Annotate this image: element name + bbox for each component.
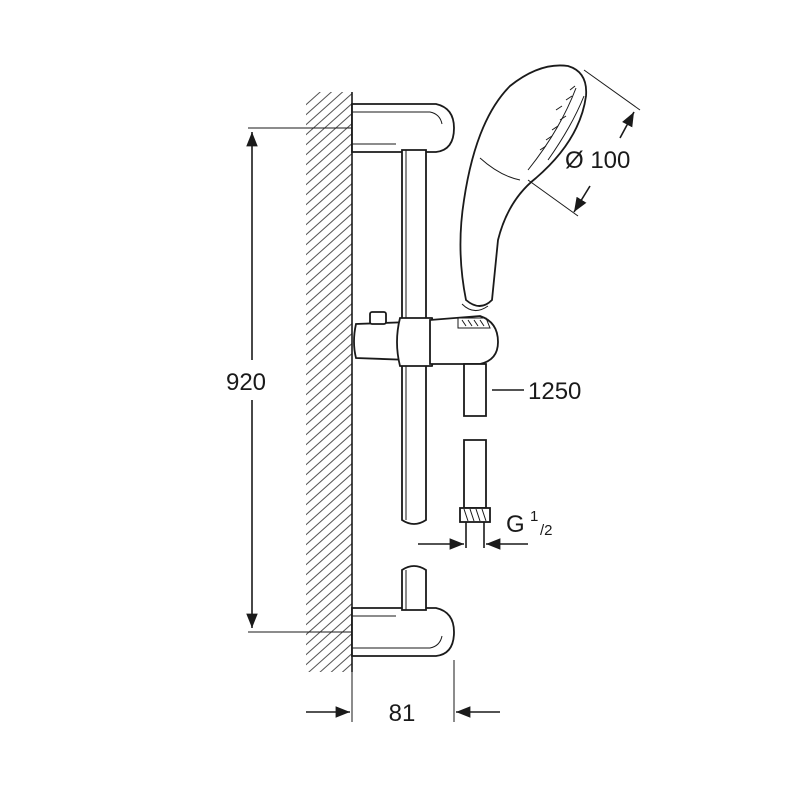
hatch-line	[306, 252, 352, 296]
hatch-line	[300, 700, 356, 750]
hatch-line	[306, 172, 352, 216]
hatch-line	[306, 532, 352, 576]
hatch-line	[306, 272, 352, 316]
hatch-line	[306, 512, 352, 556]
hatch-line	[306, 242, 352, 286]
hatch-line	[306, 112, 352, 156]
hatch-line	[306, 152, 352, 196]
hatch-line	[306, 582, 352, 626]
hatch-line	[306, 292, 352, 336]
thread-superscript: 1	[530, 508, 538, 525]
hatch-line	[306, 352, 352, 396]
thread-label: G	[506, 511, 525, 538]
hatch-line	[306, 572, 352, 616]
hatch-line	[306, 212, 352, 256]
hatch-line	[306, 92, 321, 106]
hatch-line	[306, 562, 352, 606]
hatch-line	[306, 602, 352, 646]
hatch-line	[306, 192, 352, 236]
thread-subscript: /2	[540, 522, 553, 539]
hatch-line	[306, 432, 352, 476]
hatch-line	[306, 622, 352, 666]
hatch-line	[306, 482, 352, 526]
spray-face-nozzles	[539, 85, 576, 151]
thread-dimension: G 1 /2	[418, 508, 553, 550]
hatch-line	[306, 452, 352, 496]
head-diameter-dimension: Ø 100	[527, 69, 641, 217]
hatch-line	[306, 92, 344, 126]
bottom-wall-bracket	[351, 607, 455, 657]
projection-dimension: 81	[306, 660, 500, 727]
hatch-line	[306, 472, 352, 516]
hatch-line	[306, 302, 352, 346]
hatch-line	[306, 322, 352, 366]
hatch-line	[306, 542, 352, 586]
hand-shower	[459, 64, 588, 311]
hatch-line	[308, 632, 352, 672]
hatch-line	[306, 502, 352, 546]
hatch-line	[300, 690, 356, 740]
hatch-line	[300, 710, 356, 760]
slide-rail	[401, 149, 427, 611]
hatch-line	[341, 662, 352, 672]
hatch-line	[300, 680, 356, 730]
hatch-line	[306, 312, 352, 356]
hatch-line	[306, 402, 352, 446]
hatch-line	[306, 442, 352, 486]
hatch-line	[306, 202, 352, 246]
hatch-line	[306, 222, 352, 266]
hose-length-dimension: 1250	[492, 378, 581, 405]
hatch-line	[306, 492, 352, 536]
head-diameter-label: Ø 100	[565, 147, 630, 174]
hatch-line	[306, 342, 352, 386]
hatch-line	[306, 142, 352, 186]
top-wall-bracket	[351, 103, 455, 153]
hatch-line	[306, 382, 352, 426]
hatch-line	[306, 362, 352, 406]
holder-grip-knurl	[457, 317, 491, 329]
hatch-line	[306, 92, 333, 116]
shower-hose	[459, 363, 491, 548]
hatch-line	[306, 372, 352, 416]
height-label: 920	[226, 369, 266, 396]
hatch-line	[306, 162, 352, 206]
hatch-line	[306, 262, 352, 306]
hatch-line	[306, 612, 352, 656]
hatch-line	[306, 102, 352, 146]
sliding-holder	[353, 311, 499, 367]
hatch-line	[306, 332, 352, 376]
wall-section	[300, 92, 356, 760]
hatch-line	[306, 422, 352, 466]
hatch-line	[330, 652, 352, 672]
hatch-line	[306, 392, 352, 436]
hatch-line	[306, 92, 352, 136]
hatch-line	[306, 522, 352, 566]
hatch-line	[306, 552, 352, 596]
hatch-line	[306, 232, 352, 276]
hatch-line	[319, 642, 352, 672]
hose-length-label: 1250	[528, 378, 581, 405]
projection-label: 81	[389, 700, 416, 727]
hatch-line	[306, 182, 352, 226]
wall-hatching	[300, 92, 356, 760]
hatch-line	[306, 412, 352, 456]
hatch-line	[306, 462, 352, 506]
height-dimension: 920	[226, 127, 352, 633]
hatch-line	[306, 282, 352, 326]
hatch-line	[306, 132, 352, 176]
